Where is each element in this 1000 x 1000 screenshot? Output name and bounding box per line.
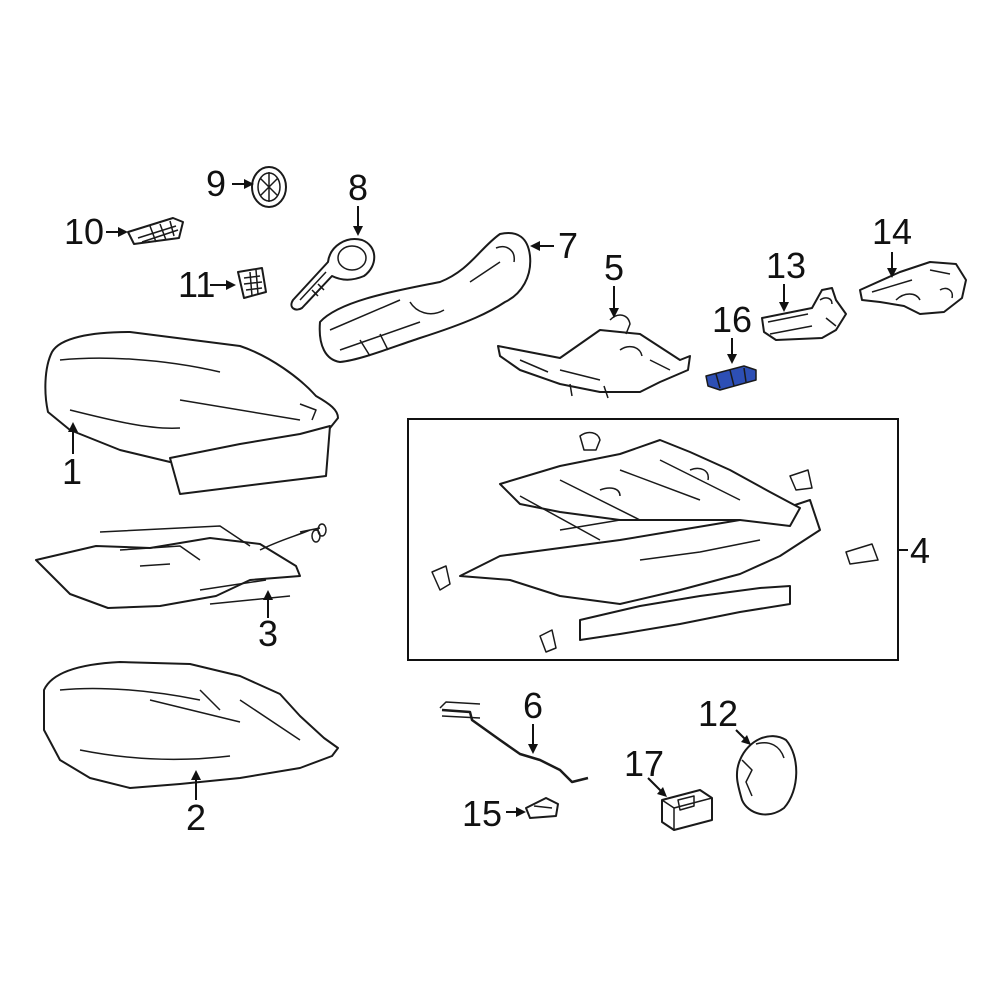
part-4-frame-box <box>407 418 899 661</box>
callout-11: 11 <box>178 264 215 305</box>
callout-5: 5 <box>604 247 624 288</box>
part-14-cover <box>859 261 967 315</box>
part-15-clip <box>525 797 559 819</box>
callout-2: 2 <box>186 797 206 838</box>
leaders <box>68 179 908 817</box>
part-16-highlighted <box>705 365 757 391</box>
callout-10: 10 <box>64 211 104 252</box>
callout-15: 15 <box>462 793 502 834</box>
part-2-pad <box>43 661 339 789</box>
part-1-cushion <box>44 331 339 495</box>
callout-1: 1 <box>62 451 82 492</box>
part-5-adjuster <box>497 314 691 399</box>
callout-3: 3 <box>258 613 278 654</box>
part-12-cap <box>735 735 798 816</box>
part-6-wire <box>439 701 589 784</box>
callout-4: 4 <box>910 530 930 571</box>
part-13-bracket <box>761 287 847 341</box>
callout-12: 12 <box>698 693 738 734</box>
callout-16: 16 <box>712 299 752 340</box>
callout-13: 13 <box>766 245 806 286</box>
part-3-heater <box>35 523 327 609</box>
callout-7: 7 <box>558 225 578 266</box>
callout-6: 6 <box>523 685 543 726</box>
part-11-clip <box>237 267 267 299</box>
callout-17: 17 <box>624 743 664 784</box>
callout-14: 14 <box>872 211 912 252</box>
part-9-knob <box>251 166 287 208</box>
part-4-frame <box>431 431 879 653</box>
part-10-cover <box>127 217 184 245</box>
part-7-side-shield <box>318 232 532 363</box>
callout-9: 9 <box>206 163 226 204</box>
part-17-module <box>661 789 713 831</box>
callout-labels: 1 2 3 4 5 6 7 8 9 10 11 12 13 14 15 16 1… <box>62 163 930 838</box>
callout-8: 8 <box>348 167 368 208</box>
part-8-handle <box>290 238 376 311</box>
